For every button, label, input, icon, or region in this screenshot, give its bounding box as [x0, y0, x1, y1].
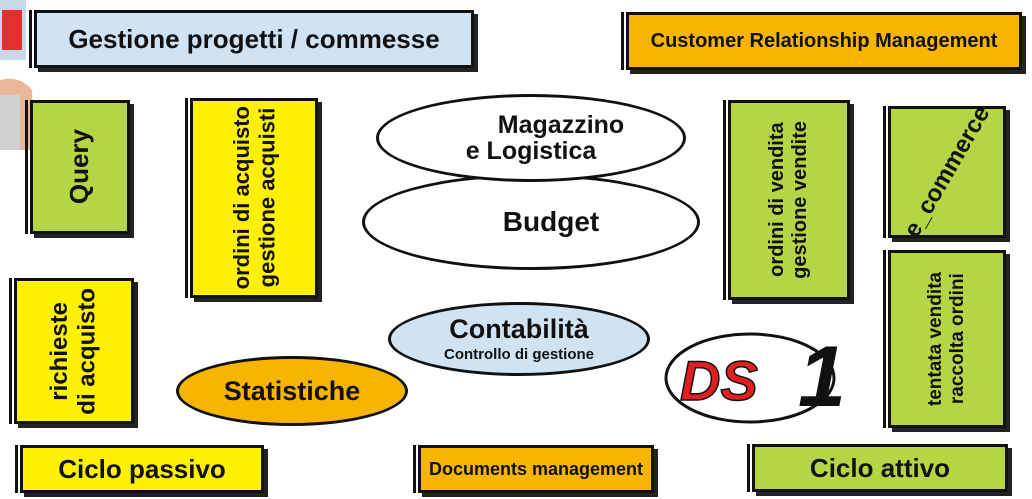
- ciclo-passivo-label: Ciclo passivo: [58, 453, 226, 484]
- vendite-text: ordini di vendita gestione vendite: [766, 121, 812, 279]
- magazzino-line1: Magazzino: [497, 110, 625, 139]
- query-label: Query: [64, 129, 95, 205]
- tentata-box[interactable]: tentata vendita raccolta ordini: [883, 250, 1006, 428]
- acquisti-text: ordini di acquisto gestione acquisti: [229, 106, 280, 289]
- budget-label: Budget: [502, 206, 600, 238]
- gestione-progetti-label: Gestione progetti / commesse: [68, 23, 440, 54]
- controllo-label: Controllo di gestione: [444, 345, 594, 363]
- ds1-logo: DS 1: [660, 322, 850, 430]
- tentata-text: tentata vendita raccolta ordini: [925, 272, 969, 406]
- tentata-line2: raccolta ordini: [947, 273, 968, 405]
- ciclo-attivo-box[interactable]: Ciclo attivo: [747, 444, 1008, 492]
- contabilita-oval[interactable]: Contabilità Controllo di gestione: [388, 302, 650, 376]
- richieste-line2: di acquisto: [74, 287, 101, 415]
- documents-label: Documents management: [428, 458, 644, 479]
- vendite-box[interactable]: ordini di vendita gestione vendite: [723, 100, 850, 300]
- statistiche-label: Statistiche: [223, 375, 361, 406]
- gestione-progetti-box[interactable]: Gestione progetti / commesse: [29, 10, 474, 68]
- ciclo-passivo-box[interactable]: Ciclo passivo: [15, 445, 264, 493]
- crm-label: Customer Relationship Management: [650, 29, 998, 52]
- richieste-line1: richieste: [46, 301, 74, 401]
- svg-text:1: 1: [798, 329, 846, 425]
- budget-oval[interactable]: Budget: [362, 174, 700, 270]
- ecommerce-box[interactable]: e_commerce: [883, 101, 1006, 242]
- ecommerce-label: e_commerce: [898, 101, 995, 243]
- acquisti-box[interactable]: ordini di acquisto gestione acquisti: [185, 98, 318, 298]
- tentata-line1: tentata vendita: [925, 271, 947, 407]
- vendite-line1: ordini di vendita: [766, 122, 788, 278]
- documents-box[interactable]: Documents management: [413, 445, 654, 493]
- vendite-line2: gestione vendite: [789, 121, 811, 279]
- magazzino-oval[interactable]: Magazzino e Logistica: [376, 94, 686, 182]
- query-box[interactable]: Query: [25, 100, 130, 234]
- acquisti-line2: gestione acquisti: [254, 108, 279, 288]
- acquisti-line1: ordini di acquisto: [228, 106, 254, 290]
- ciclo-attivo-label: Ciclo attivo: [809, 452, 951, 483]
- richieste-text: richieste di acquisto: [46, 288, 101, 415]
- richieste-box[interactable]: richieste di acquisto: [9, 278, 134, 424]
- crm-box[interactable]: Customer Relationship Management: [621, 12, 1022, 70]
- contabilita-label: Contabilità: [449, 314, 589, 345]
- magazzino-line2: e Logistica: [465, 137, 597, 165]
- svg-text:DS: DS: [680, 349, 758, 412]
- statistiche-oval[interactable]: Statistiche: [176, 356, 408, 426]
